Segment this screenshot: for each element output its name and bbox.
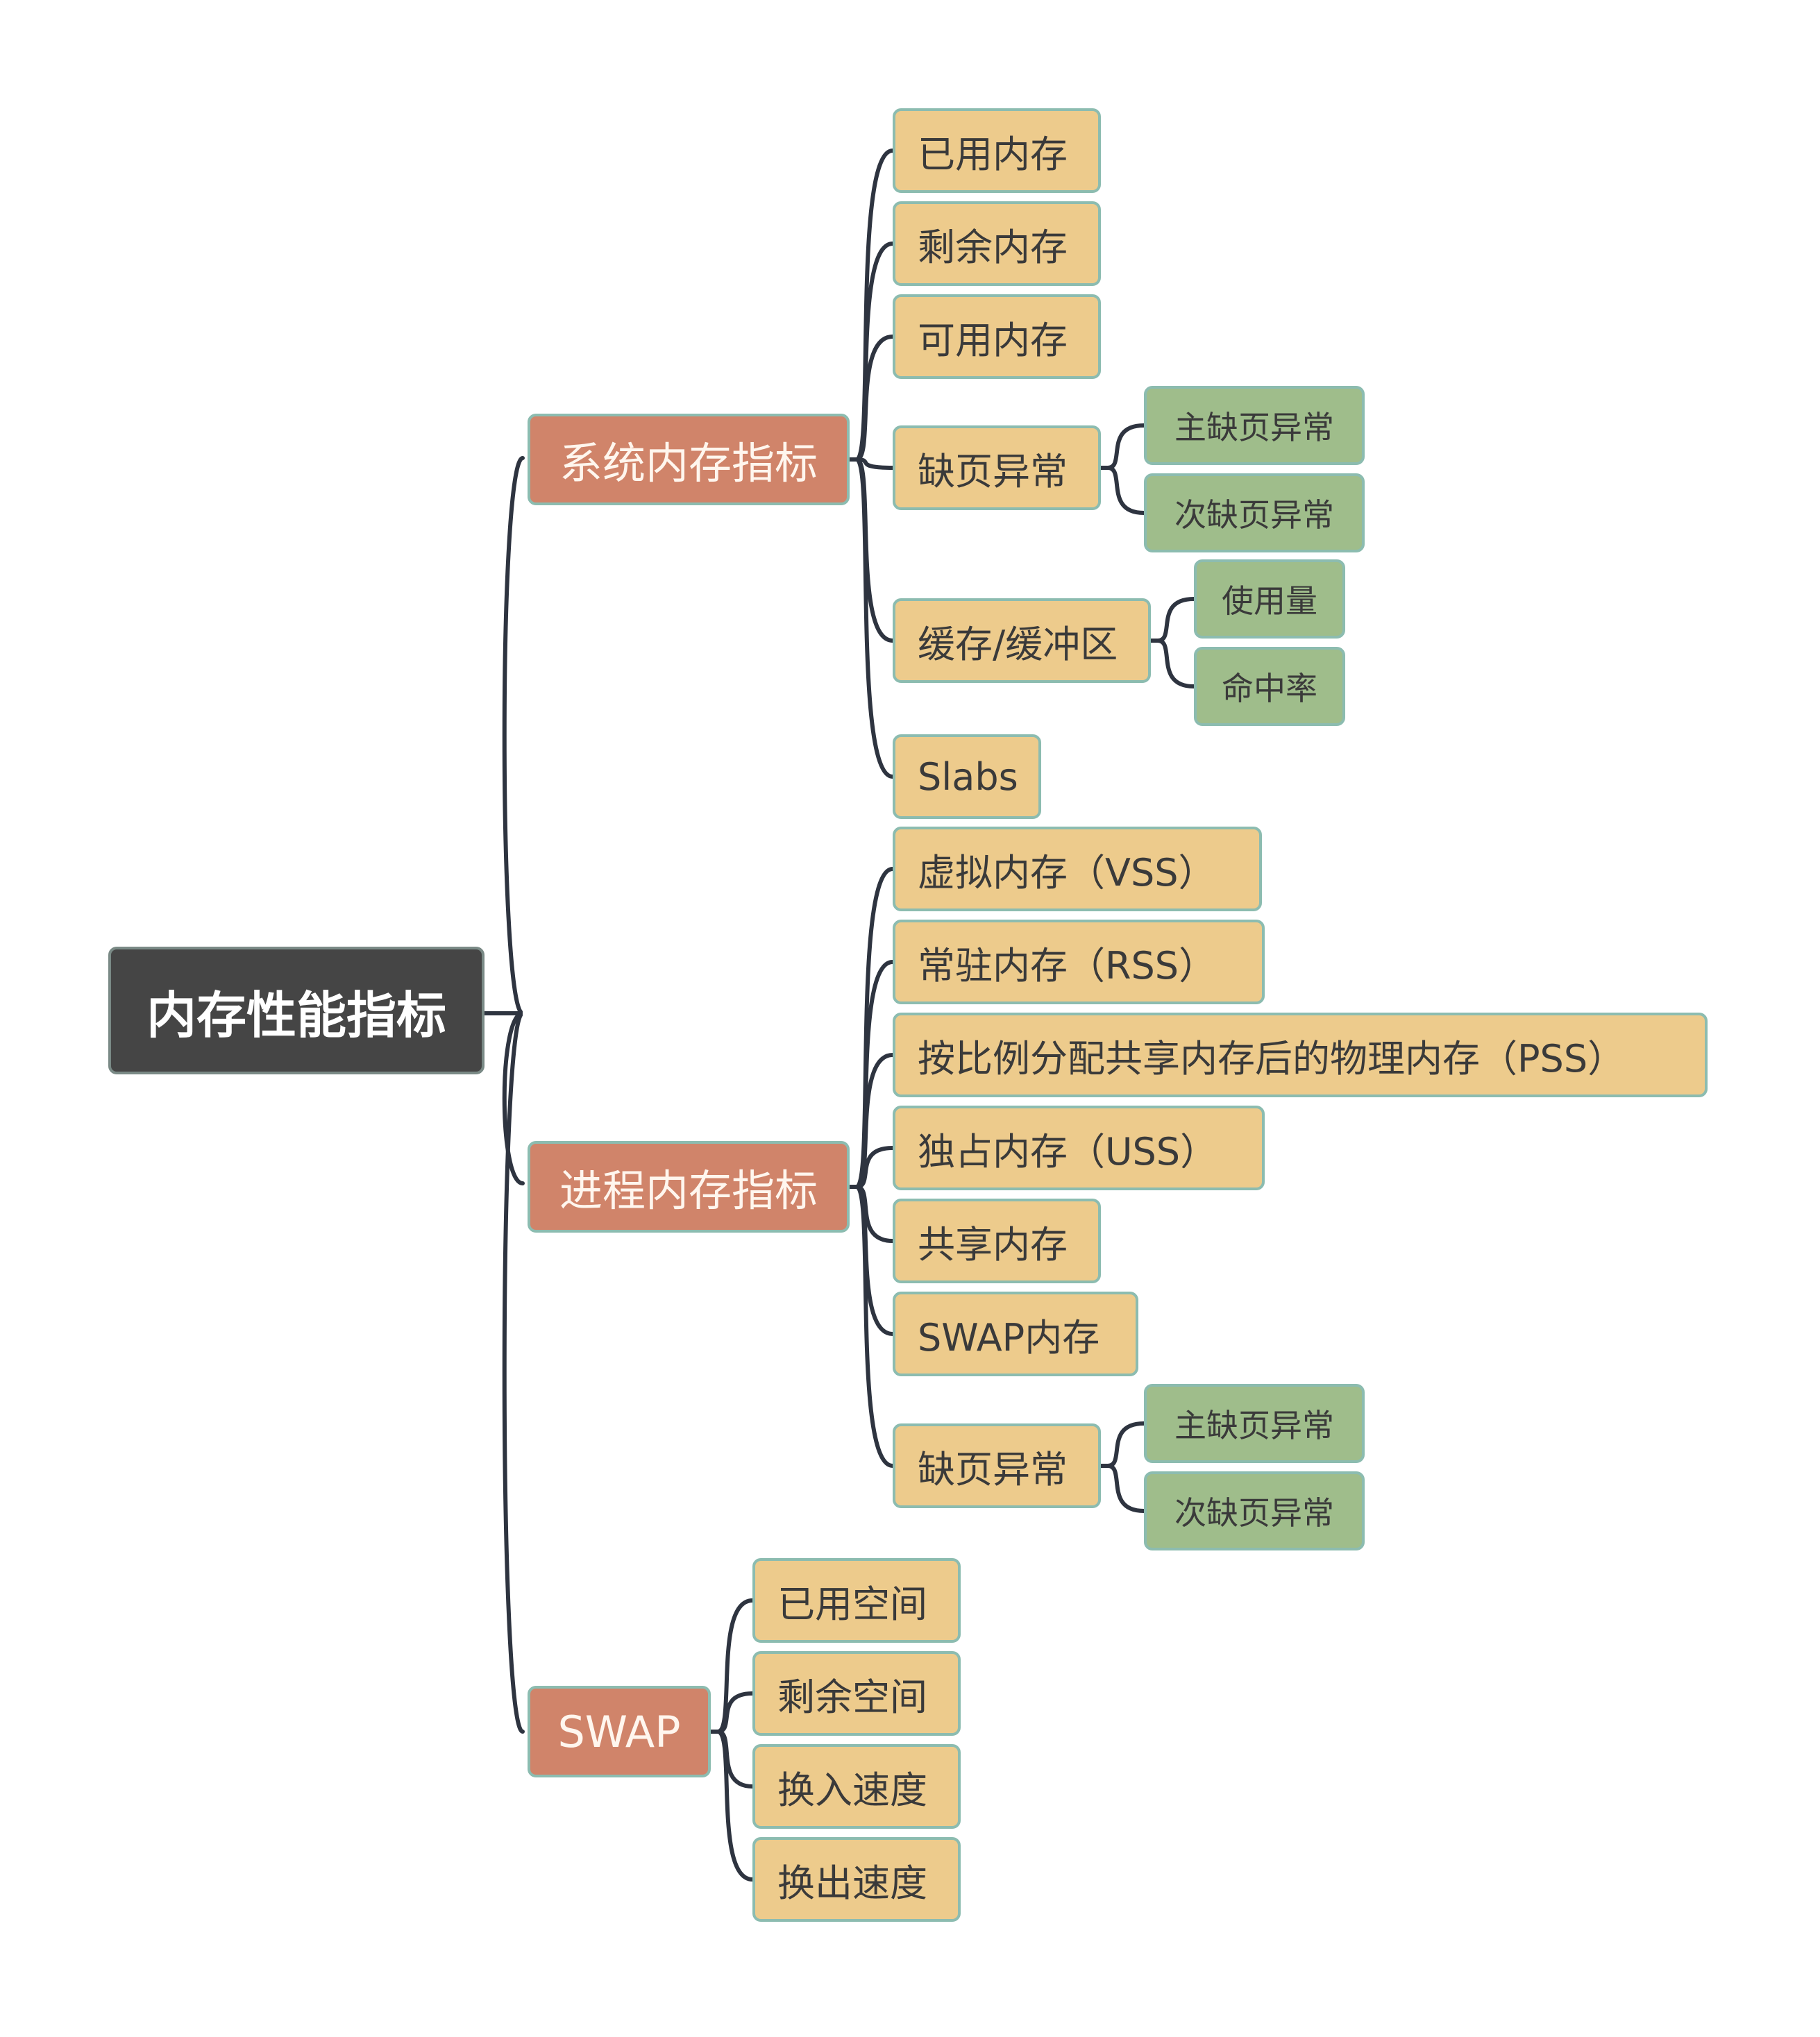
node-process-minor-page-fault[interactable]: 次缺页异常 <box>1144 1471 1365 1550</box>
connector-branch1-children-4 <box>848 457 895 643</box>
node-used-memory[interactable]: 已用内存 <box>893 108 1101 193</box>
node-swap-used[interactable]: 已用空间 <box>752 1558 961 1643</box>
connector-cache-children-0 <box>1149 597 1196 643</box>
branch-swap[interactable]: SWAP <box>528 1686 711 1777</box>
node-vss[interactable]: 虚拟内存（VSS） <box>893 827 1262 911</box>
node-rss[interactable]: 常驻内存（RSS） <box>893 920 1265 1004</box>
connector-root-branch3 <box>482 1011 525 1734</box>
connector-branch2-children-4 <box>848 1185 895 1243</box>
connector-pagefault2-children-0 <box>1099 1421 1146 1468</box>
connector-branch2-children-6 <box>848 1185 895 1468</box>
connector-branch1-children-0 <box>848 149 895 462</box>
node-shared-memory[interactable]: 共享内存 <box>893 1199 1101 1283</box>
connector-pagefault2-children-1 <box>1099 1464 1146 1513</box>
node-swap-free[interactable]: 剩余空间 <box>752 1651 961 1736</box>
node-free-memory[interactable]: 剩余内存 <box>893 201 1101 286</box>
node-slabs[interactable]: Slabs <box>893 734 1041 819</box>
connector-branch1-children-5 <box>848 457 895 779</box>
connector-pagefault1-children-1 <box>1099 466 1146 515</box>
node-available-memory[interactable]: 可用内存 <box>893 294 1101 379</box>
root-node[interactable]: 内存性能指标 <box>108 947 485 1074</box>
connector-branch1-children-2 <box>848 335 895 462</box>
node-pss[interactable]: 按比例分配共享内存后的物理内存（PSS） <box>893 1013 1708 1097</box>
node-cache-buffer[interactable]: 缓存/缓冲区 <box>893 598 1151 683</box>
connector-branch3-children-3 <box>709 1730 755 1882</box>
connector-branch2-children-5 <box>848 1185 895 1336</box>
node-page-fault[interactable]: 缺页异常 <box>893 425 1101 510</box>
node-swap-memory[interactable]: SWAP内存 <box>893 1292 1138 1376</box>
branch-system-memory[interactable]: 系统内存指标 <box>528 414 850 505</box>
node-uss[interactable]: 独占内存（USS） <box>893 1106 1265 1190</box>
node-process-major-page-fault[interactable]: 主缺页异常 <box>1144 1384 1365 1463</box>
connector-branch1-children-1 <box>848 242 895 462</box>
connector-root-branch1 <box>482 456 525 1015</box>
connector-root-branch2 <box>482 1011 525 1185</box>
connector-branch3-children-1 <box>709 1691 755 1734</box>
connector-branch3-children-2 <box>709 1730 755 1789</box>
connector-branch3-children-0 <box>709 1598 755 1734</box>
connector-branch2-children-2 <box>848 1053 895 1189</box>
branch-process-memory[interactable]: 进程内存指标 <box>528 1141 850 1233</box>
connector-cache-children-1 <box>1149 639 1196 688</box>
node-swap-out-rate[interactable]: 换出速度 <box>752 1837 961 1922</box>
node-swap-in-rate[interactable]: 换入速度 <box>752 1744 961 1829</box>
node-major-page-fault[interactable]: 主缺页异常 <box>1144 386 1365 465</box>
node-cache-usage[interactable]: 使用量 <box>1194 559 1345 639</box>
connector-branch2-children-3 <box>848 1146 895 1189</box>
node-minor-page-fault[interactable]: 次缺页异常 <box>1144 473 1365 552</box>
connector-branch2-children-0 <box>848 867 895 1189</box>
node-process-page-fault[interactable]: 缺页异常 <box>893 1423 1101 1508</box>
connector-pagefault1-children-0 <box>1099 423 1146 470</box>
node-cache-hit-rate[interactable]: 命中率 <box>1194 647 1345 726</box>
